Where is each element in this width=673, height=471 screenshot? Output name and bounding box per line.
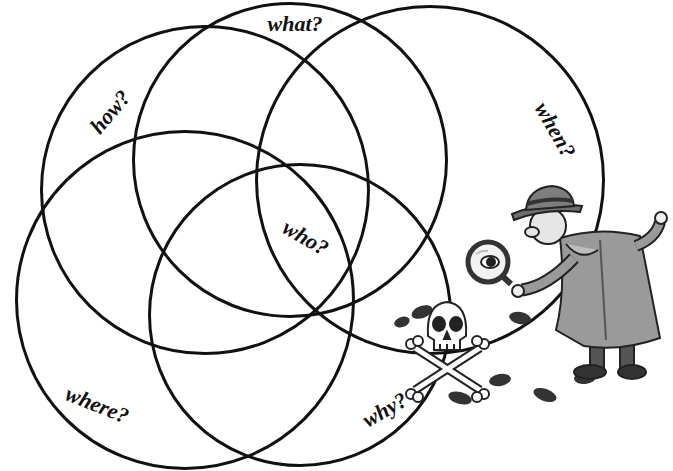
circle-label: what? [268,13,323,35]
circle-line [257,7,604,354]
venn-circle: how? [40,25,370,355]
circle-outline [255,5,605,355]
circle-label-holder: why? [361,399,409,421]
circle-line [150,165,451,466]
circle-label-holder: how? [86,101,135,123]
circle-label-holder: where? [64,394,130,416]
circle-outline [40,25,370,355]
circle-outline [148,163,452,467]
circle-outline [15,130,355,470]
venn-circle: where? [15,130,355,470]
circle-label-holder: when? [525,119,585,141]
circle-line [42,27,369,354]
circle-line [17,132,354,469]
venn-circle: why? [148,163,452,467]
circle-label: where? [62,382,131,427]
circle-label: how? [86,86,134,138]
circle-label: when? [530,99,579,162]
center-label: who? [278,216,331,260]
venn-circle: when? [255,5,605,355]
center-label-holder: who? [281,227,330,249]
circle-label-holder: what? [268,13,323,35]
